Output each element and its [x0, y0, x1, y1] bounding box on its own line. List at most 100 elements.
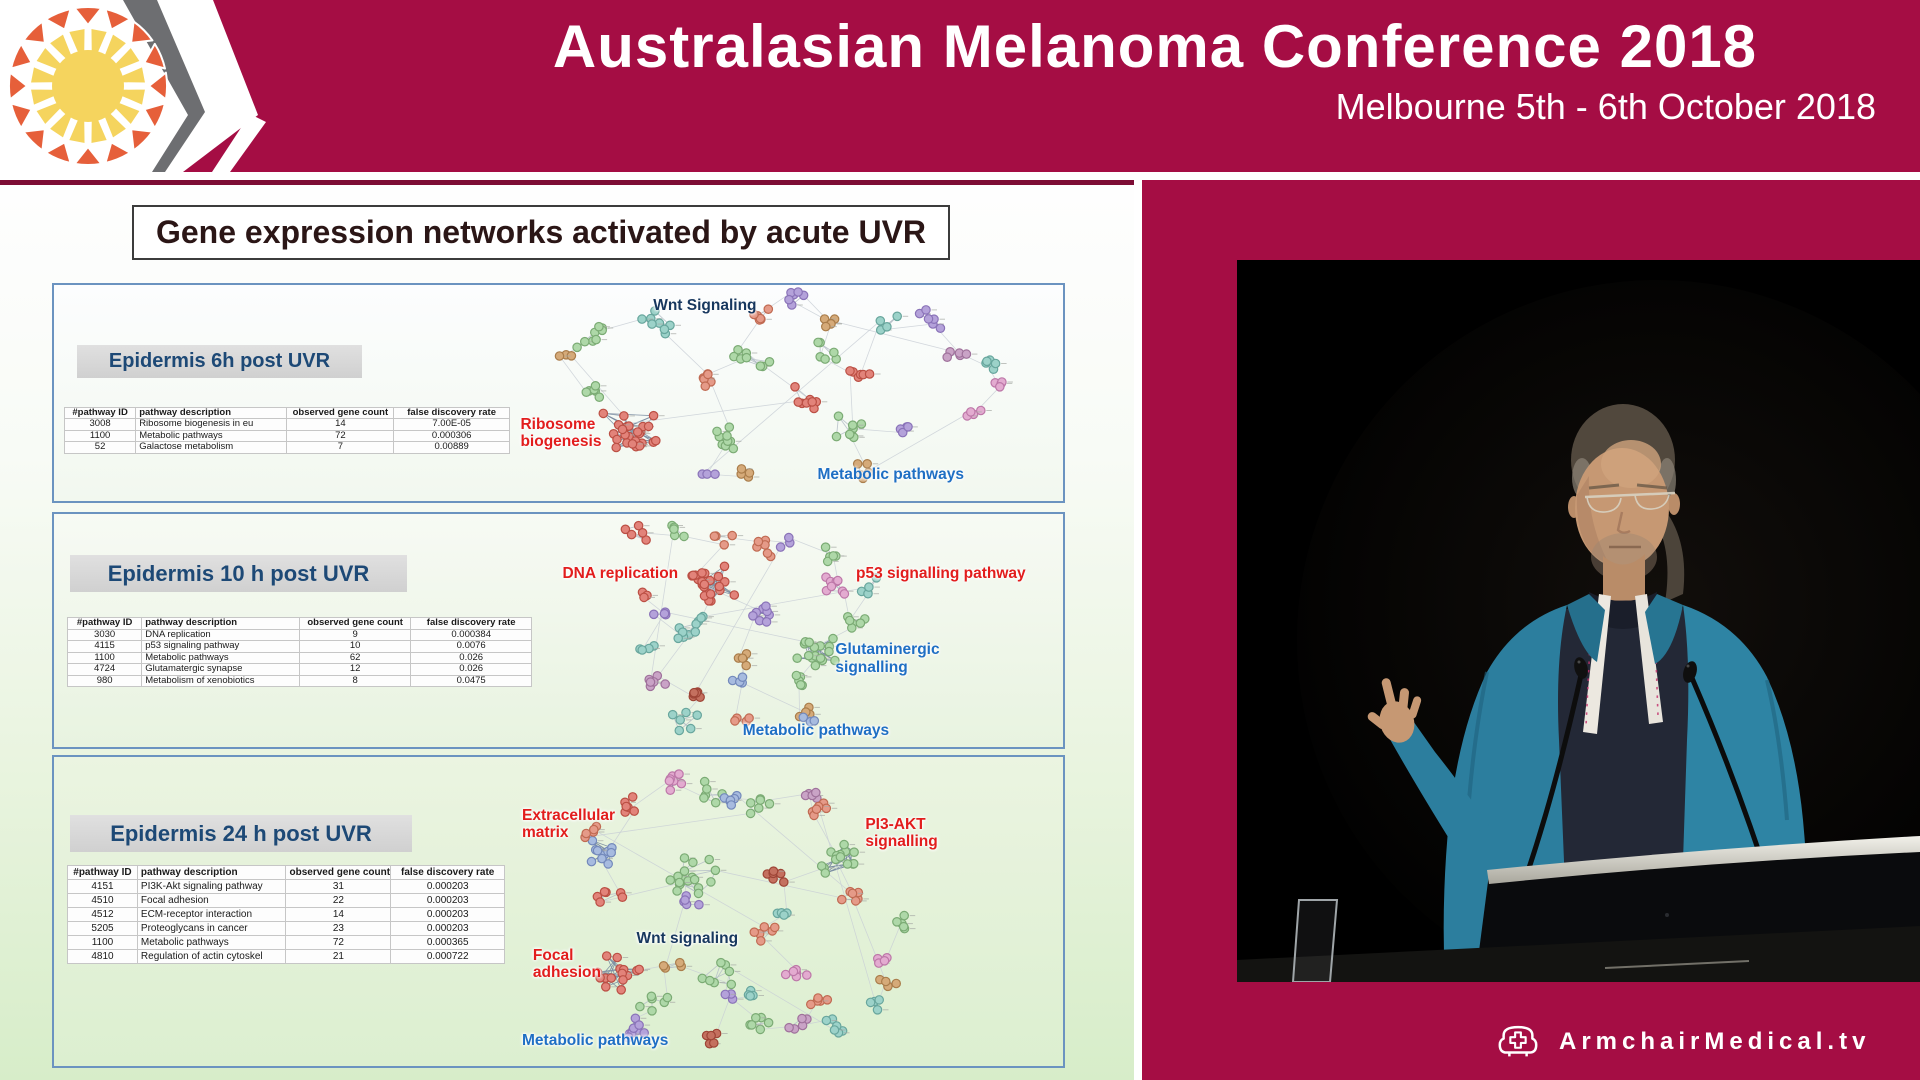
- header-divider-maroon: [0, 180, 1134, 185]
- network-label: PI3-AKT signalling: [865, 815, 938, 851]
- column-header: observed gene count: [285, 865, 392, 880]
- table-cell: 0.026: [410, 651, 532, 664]
- brand-name: ArmchairMedical.tv: [1559, 1028, 1871, 1055]
- slide-title-box: Gene expression networks activated by ac…: [132, 205, 950, 260]
- table-cell: 3030: [66, 628, 143, 641]
- header-divider-white: [0, 172, 1920, 180]
- table-cell: Proteoglycans in cancer: [136, 921, 287, 936]
- network-label: Metabolic pathways: [817, 465, 964, 483]
- panel-header-epidermis-6h: Epidermis 6h post UVR: [77, 345, 362, 378]
- table-cell: 22: [285, 893, 392, 908]
- podium-surface: [1237, 926, 1920, 982]
- header-band: Australasian Melanoma Conference 2018 Me…: [0, 0, 1920, 172]
- table-cell: 1100: [67, 935, 138, 950]
- column-header: false discovery rate: [393, 406, 510, 420]
- table-cell: 52: [63, 441, 137, 454]
- table-cell: 62: [298, 651, 412, 664]
- network-label: p53 signalling pathway: [856, 565, 1026, 583]
- network-label: Metabolic pathways: [522, 1031, 669, 1049]
- table-cell: 4810: [67, 949, 138, 964]
- table-cell: Galactose metabolism: [135, 441, 288, 454]
- table-cell: Metabolic pathways: [135, 429, 288, 443]
- table-cell: 4512: [67, 907, 138, 922]
- column-header: pathway description: [136, 865, 287, 880]
- table-cell: 0.000203: [390, 879, 505, 894]
- table-cell: 0.000203: [390, 893, 505, 908]
- table-cell: 0.0475: [410, 674, 532, 687]
- table-cell: 0.000306: [393, 429, 510, 443]
- slide-area: Gene expression networks activated by ac…: [0, 185, 1134, 1080]
- table-cell: 0.00889: [393, 441, 510, 454]
- column-header: pathway description: [135, 406, 288, 420]
- table-cell: 3008: [63, 418, 137, 431]
- table-cell: 1100: [66, 651, 143, 664]
- network-label: Metabolic pathways: [742, 721, 890, 739]
- table-cell: 31: [285, 879, 392, 894]
- screen-rim: [1487, 836, 1920, 884]
- table-cell: DNA replication: [141, 628, 300, 641]
- network-label: DNA replication: [562, 565, 679, 583]
- table-cell: 5205: [67, 921, 138, 936]
- table-cell: 9: [298, 628, 412, 641]
- network-label: Wnt Signaling: [653, 297, 757, 315]
- column-header: false discovery rate: [410, 617, 532, 630]
- sun-logo-icon: [7, 5, 169, 167]
- table-cell: Regulation of actin cytoskel: [136, 949, 287, 964]
- panel-header-epidermis-24h: Epidermis 24 h post UVR: [70, 815, 412, 852]
- table-cell: 12: [298, 663, 412, 676]
- table-cell: 14: [286, 418, 395, 431]
- speaker-video: [1237, 260, 1920, 982]
- table-cell: 14: [285, 907, 392, 922]
- gray-chevron-band: [123, 0, 205, 172]
- table-cell: 0.026: [410, 663, 532, 676]
- column-header: pathway description: [141, 617, 300, 630]
- table-cell: 980: [66, 674, 143, 687]
- table-cell: 8: [298, 674, 412, 687]
- brand-row: ArmchairMedical.tv: [1495, 1012, 1915, 1072]
- table-cell: ECM-receptor interaction: [136, 907, 287, 922]
- network-label: Ribosome biogenesis: [520, 415, 602, 451]
- table-cell: 0.000203: [390, 921, 505, 936]
- conference-title: Australasian Melanoma Conference 2018: [552, 13, 1758, 80]
- table-cell: Ribosome biogenesis in eu: [135, 418, 288, 431]
- table-cell: Metabolic pathways: [136, 935, 287, 950]
- table-cell: 72: [285, 935, 392, 950]
- armchair-medical-icon: [1498, 1025, 1538, 1057]
- conference-subtitle: Melbourne 5th - 6th October 2018: [1335, 86, 1876, 127]
- table-cell: 4724: [66, 663, 143, 676]
- lectern: [1237, 836, 1920, 982]
- slide-title: Gene expression networks activated by ac…: [155, 214, 927, 250]
- table-cell: 0.000384: [410, 628, 532, 641]
- column-header: #pathway ID: [66, 617, 143, 630]
- table-cell: 4510: [67, 893, 138, 908]
- white-chevron-slash: [212, 114, 266, 172]
- table-cell: Metabolism of xenobiotics: [141, 674, 300, 687]
- table-cell: 1100: [63, 429, 137, 443]
- table-cell: 7.00E-05: [393, 418, 510, 431]
- table-cell: 23: [285, 921, 392, 936]
- panel-header-epidermis-10h: Epidermis 10 h post UVR: [70, 555, 407, 592]
- table-cell: 0.000365: [390, 935, 505, 950]
- table-cell: 7: [286, 441, 395, 454]
- hand: [1367, 678, 1422, 743]
